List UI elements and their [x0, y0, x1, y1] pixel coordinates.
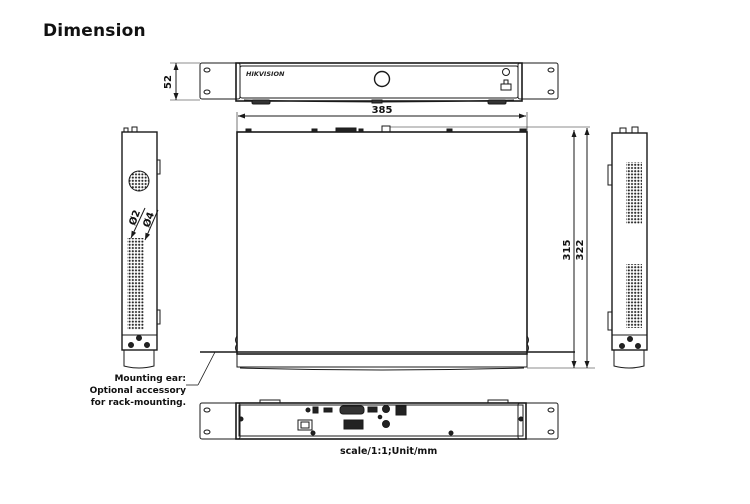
brand-logo: HIKVISION — [246, 70, 285, 78]
left-side-view — [121, 126, 161, 369]
dim-height: 52 — [163, 75, 174, 89]
dim-depth-outer: 322 — [575, 240, 586, 261]
dim-width: 385 — [372, 105, 393, 116]
right-side-view — [607, 126, 648, 369]
mounting-ear-note-line3: for rack-mounting. — [90, 398, 186, 408]
mounting-ear-note-line2: Optional accessory — [89, 386, 186, 396]
top-view — [200, 112, 595, 371]
dim-vent-small: Ø2 — [127, 208, 144, 227]
mounting-ear-note: Mounting ear: Optional accessory for rac… — [80, 373, 186, 409]
dim-depth-inner: 315 — [562, 240, 573, 261]
section-title: Dimension — [43, 21, 146, 41]
scale-note: scale/1:1;Unit/mm — [340, 446, 438, 457]
dim-vent-large: Ø4 — [141, 210, 158, 229]
front-view — [170, 62, 559, 105]
rear-view — [199, 399, 559, 440]
mounting-ear-note-line1: Mounting ear: — [114, 374, 186, 384]
